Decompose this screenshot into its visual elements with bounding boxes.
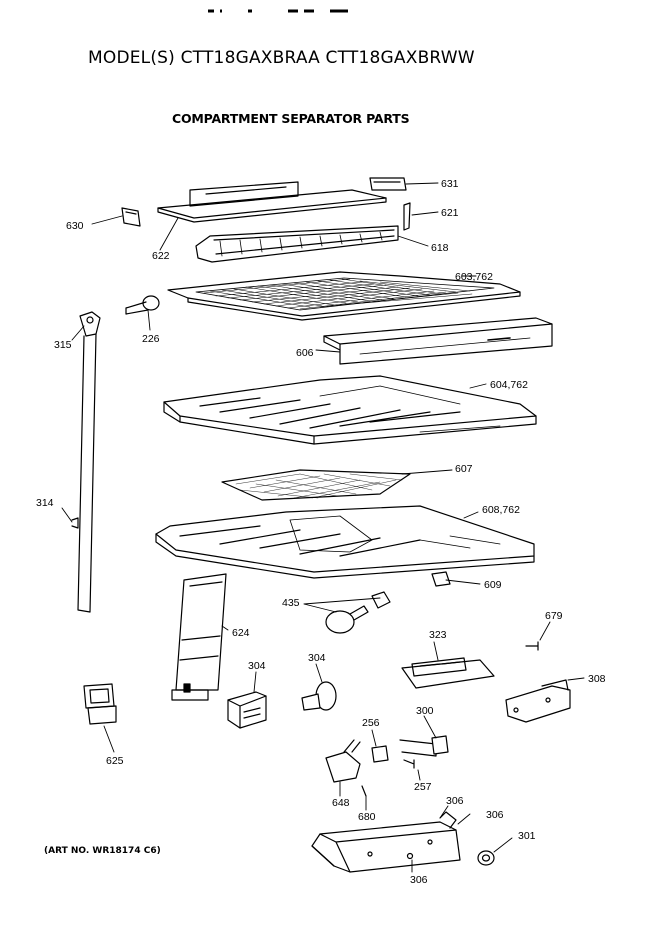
- part-300-wire[interactable]: [399, 735, 449, 757]
- label-618: 618: [431, 242, 449, 254]
- part-606-cover[interactable]: [323, 317, 553, 365]
- part-631-clip[interactable]: [369, 177, 407, 191]
- leader-lines: [61, 182, 585, 873]
- label-256: 256: [362, 717, 380, 729]
- part-226-shaft[interactable]: [125, 295, 160, 315]
- part-608-tray[interactable]: [155, 505, 535, 579]
- label-300: 300: [416, 705, 434, 717]
- label-609: 609: [484, 579, 502, 591]
- label-622: 622: [152, 250, 170, 262]
- label-630: 630: [66, 220, 84, 232]
- label-435: 435: [282, 597, 300, 609]
- part-308-bracket[interactable]: [505, 679, 571, 723]
- part-648-timer[interactable]: [325, 739, 361, 783]
- label-603: 603,762: [455, 271, 493, 283]
- part-621-pin[interactable]: [403, 202, 411, 231]
- part-625-switch[interactable]: [83, 683, 117, 725]
- label-306a: 306: [446, 795, 464, 807]
- part-604-tray[interactable]: [163, 375, 537, 445]
- top-crop-marks: [200, 0, 350, 13]
- part-435-bulb[interactable]: [325, 591, 391, 634]
- label-680: 680: [358, 811, 376, 823]
- model-title: MODEL(S) CTT18GAXBRAA CTT18GAXBRWW: [88, 48, 475, 68]
- part-680-screw[interactable]: [361, 785, 367, 797]
- label-679: 679: [545, 610, 563, 622]
- part-607-filter[interactable]: [221, 469, 411, 501]
- label-314: 314: [36, 497, 54, 509]
- label-604: 604,762: [490, 379, 528, 391]
- label-257: 257: [414, 781, 432, 793]
- label-304b: 304: [308, 652, 326, 664]
- label-631: 631: [441, 178, 459, 190]
- part-624-panel[interactable]: [171, 573, 227, 701]
- label-621: 621: [441, 207, 459, 219]
- art-number: (ART NO. WR18174 C6): [44, 846, 161, 856]
- label-608: 608,762: [482, 504, 520, 516]
- part-323-board[interactable]: [401, 657, 495, 689]
- label-624: 624: [232, 627, 250, 639]
- part-301-cap[interactable]: [477, 850, 495, 866]
- label-226: 226: [142, 333, 160, 345]
- part-257-screw[interactable]: [403, 759, 415, 769]
- part-679-screw[interactable]: [525, 641, 539, 651]
- label-308: 308: [588, 673, 606, 685]
- label-301: 301: [518, 830, 536, 842]
- part-622-cover[interactable]: [157, 181, 387, 223]
- part-315-rod[interactable]: [77, 311, 101, 613]
- part-306-bracket[interactable]: [311, 811, 461, 873]
- part-304-knob[interactable]: [301, 681, 337, 711]
- section-title: COMPARTMENT SEPARATOR PARTS: [172, 111, 410, 126]
- label-606: 606: [296, 347, 314, 359]
- part-labels: 631 630 621 622 618 603,762 226 315 606 …: [36, 178, 606, 886]
- label-648: 648: [332, 797, 350, 809]
- part-618-frame[interactable]: [195, 225, 399, 263]
- part-256-connector[interactable]: [371, 745, 389, 763]
- part-304-box[interactable]: [227, 691, 267, 729]
- part-603-shelf[interactable]: [167, 271, 521, 321]
- label-625: 625: [106, 755, 124, 767]
- part-630-bracket[interactable]: [121, 207, 141, 227]
- label-315: 315: [54, 339, 72, 351]
- label-607: 607: [455, 463, 473, 475]
- label-323: 323: [429, 629, 447, 641]
- part-314-clip[interactable]: [71, 517, 79, 529]
- label-306c: 306: [410, 874, 428, 886]
- label-306b: 306: [486, 809, 504, 821]
- label-304a: 304: [248, 660, 266, 672]
- part-609-clip[interactable]: [431, 571, 451, 587]
